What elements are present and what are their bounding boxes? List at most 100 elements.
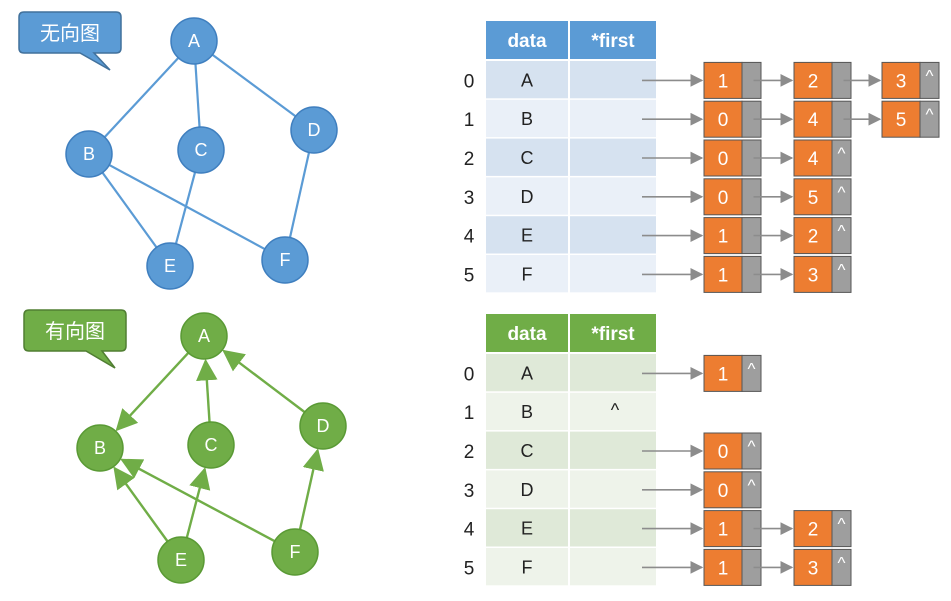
directed-edge-c-a bbox=[196, 358, 218, 423]
cell-data bbox=[486, 255, 568, 293]
directed-node-c: C bbox=[187, 421, 235, 469]
edge-node-value-box bbox=[881, 100, 921, 138]
edge-node-next-box bbox=[741, 354, 762, 392]
edge-node: 1 bbox=[703, 217, 762, 255]
edge-node-value-box bbox=[793, 178, 833, 216]
edge-node-null-marker: ^ bbox=[838, 553, 846, 572]
node-circle bbox=[177, 126, 225, 174]
edge-node-next-box bbox=[741, 471, 762, 509]
undirected-node-d: D bbox=[290, 106, 338, 154]
cell-data bbox=[486, 177, 568, 215]
edge-node: 0^ bbox=[703, 432, 762, 470]
directed-node-b: B bbox=[76, 424, 124, 472]
vertex-data: F bbox=[522, 557, 533, 577]
header-cell-data bbox=[486, 21, 568, 59]
edge-node-value-box bbox=[703, 548, 743, 586]
vertex-data: A bbox=[521, 363, 533, 383]
vertex-data: B bbox=[521, 109, 533, 129]
edge-node-value-box bbox=[703, 432, 743, 470]
node-label: D bbox=[317, 416, 330, 436]
edge-node-value: 4 bbox=[808, 110, 819, 131]
edge-node-value-box bbox=[703, 255, 743, 293]
edge-node-value-box bbox=[793, 255, 833, 293]
edge-node-null-marker: ^ bbox=[926, 66, 934, 85]
node-label: D bbox=[308, 120, 321, 140]
vertex-data: B bbox=[521, 402, 533, 422]
edge-node-value: 4 bbox=[808, 149, 819, 170]
cell-first bbox=[570, 61, 656, 99]
node-label: A bbox=[188, 31, 200, 51]
edge-node-null-marker: ^ bbox=[838, 183, 846, 202]
callout-bubble bbox=[23, 309, 127, 369]
node-label: B bbox=[94, 438, 106, 458]
vertex-data: E bbox=[521, 519, 533, 539]
edge-node-value: 1 bbox=[718, 71, 729, 92]
undirected-table-header: data*first bbox=[486, 21, 656, 59]
edge-node-value: 2 bbox=[808, 520, 819, 541]
edge-node: 2 bbox=[793, 61, 852, 99]
row-index: 1 bbox=[464, 110, 475, 131]
edge-node-value: 0 bbox=[718, 110, 729, 131]
cell-data bbox=[486, 548, 568, 586]
edge-node-value: 5 bbox=[808, 188, 819, 209]
edge-node-value: 1 bbox=[718, 265, 729, 286]
edge-node: 1 bbox=[703, 510, 762, 548]
node-circle bbox=[65, 130, 113, 178]
first-null-marker: ^ bbox=[611, 400, 620, 420]
header-cell-data bbox=[486, 314, 568, 352]
edge-node-null-marker: ^ bbox=[838, 515, 846, 534]
row-index: 0 bbox=[464, 71, 475, 92]
edge-node-null-marker: ^ bbox=[926, 105, 934, 124]
undirected-edge-b-f bbox=[108, 163, 266, 251]
edge-node-value: 3 bbox=[808, 558, 819, 579]
edge-node-value-box bbox=[703, 510, 743, 548]
edge-node-value-box bbox=[793, 139, 833, 177]
directed-node-e: E bbox=[157, 536, 205, 584]
header-cell-first bbox=[570, 21, 656, 59]
edge-node-null-marker: ^ bbox=[838, 144, 846, 163]
node-label: B bbox=[83, 144, 95, 164]
edge-node-value: 1 bbox=[718, 227, 729, 248]
cell-data bbox=[486, 509, 568, 547]
undirected-node-a: A bbox=[170, 17, 218, 65]
node-circle bbox=[271, 528, 319, 576]
node-circle bbox=[187, 421, 235, 469]
edge-node-next-box bbox=[831, 255, 852, 293]
node-circle bbox=[146, 242, 194, 290]
header-data-label: data bbox=[507, 324, 547, 345]
row-index: 3 bbox=[464, 481, 475, 502]
cell-first bbox=[570, 470, 656, 508]
row-index: 3 bbox=[464, 188, 475, 209]
edge-node-value-box bbox=[793, 61, 833, 99]
edge-node-value: 2 bbox=[808, 71, 819, 92]
node-label: E bbox=[175, 550, 187, 570]
cell-first bbox=[570, 548, 656, 586]
edge-node-value: 2 bbox=[808, 227, 819, 248]
undirected-node-f: F bbox=[261, 236, 309, 284]
cell-first bbox=[570, 392, 656, 431]
edge-node-value: 1 bbox=[718, 364, 729, 385]
cell-first bbox=[570, 177, 656, 215]
edge-node-value-box bbox=[881, 61, 921, 99]
edge-node-value: 1 bbox=[718, 558, 729, 579]
directed-edge-e-b bbox=[113, 466, 169, 543]
directed-table-header: data*first bbox=[486, 314, 656, 352]
edge-node-next-box bbox=[831, 548, 852, 586]
undirected-node-c: C bbox=[177, 126, 225, 174]
directed-node-a: A bbox=[180, 312, 228, 360]
undirected-edge-a-c bbox=[194, 63, 201, 128]
undirected-callout: 无向图 bbox=[18, 11, 122, 71]
edge-node-value-box bbox=[703, 139, 743, 177]
undirected-edge-c-e bbox=[174, 171, 197, 245]
undirected-node-b: B bbox=[65, 130, 113, 178]
